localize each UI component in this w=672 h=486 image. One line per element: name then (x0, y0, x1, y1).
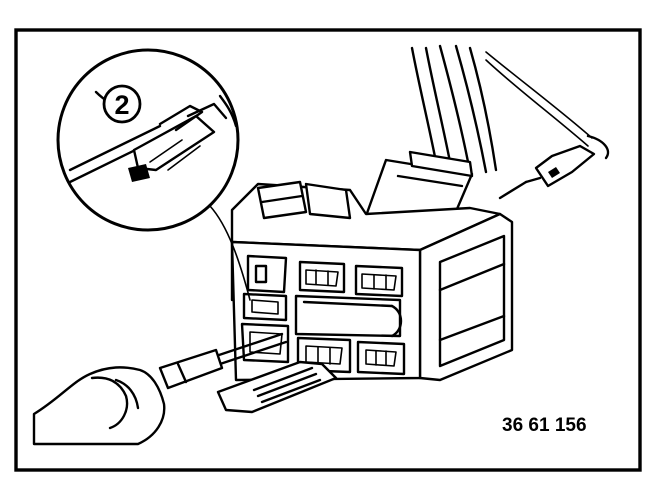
hand (32, 366, 166, 446)
connector-housing (230, 180, 514, 382)
callout-2: 2 (102, 84, 142, 124)
detail-magnifier (56, 48, 240, 232)
callout-number: 2 (114, 90, 129, 120)
slide-lock (216, 360, 338, 414)
cavity-row-top (246, 254, 404, 298)
figure-code: 36 61 156 (502, 415, 587, 436)
detail-leader-line (209, 205, 251, 301)
cavity-row-middle (242, 292, 288, 322)
screwdriver (158, 332, 288, 390)
removed-terminal (498, 134, 610, 200)
